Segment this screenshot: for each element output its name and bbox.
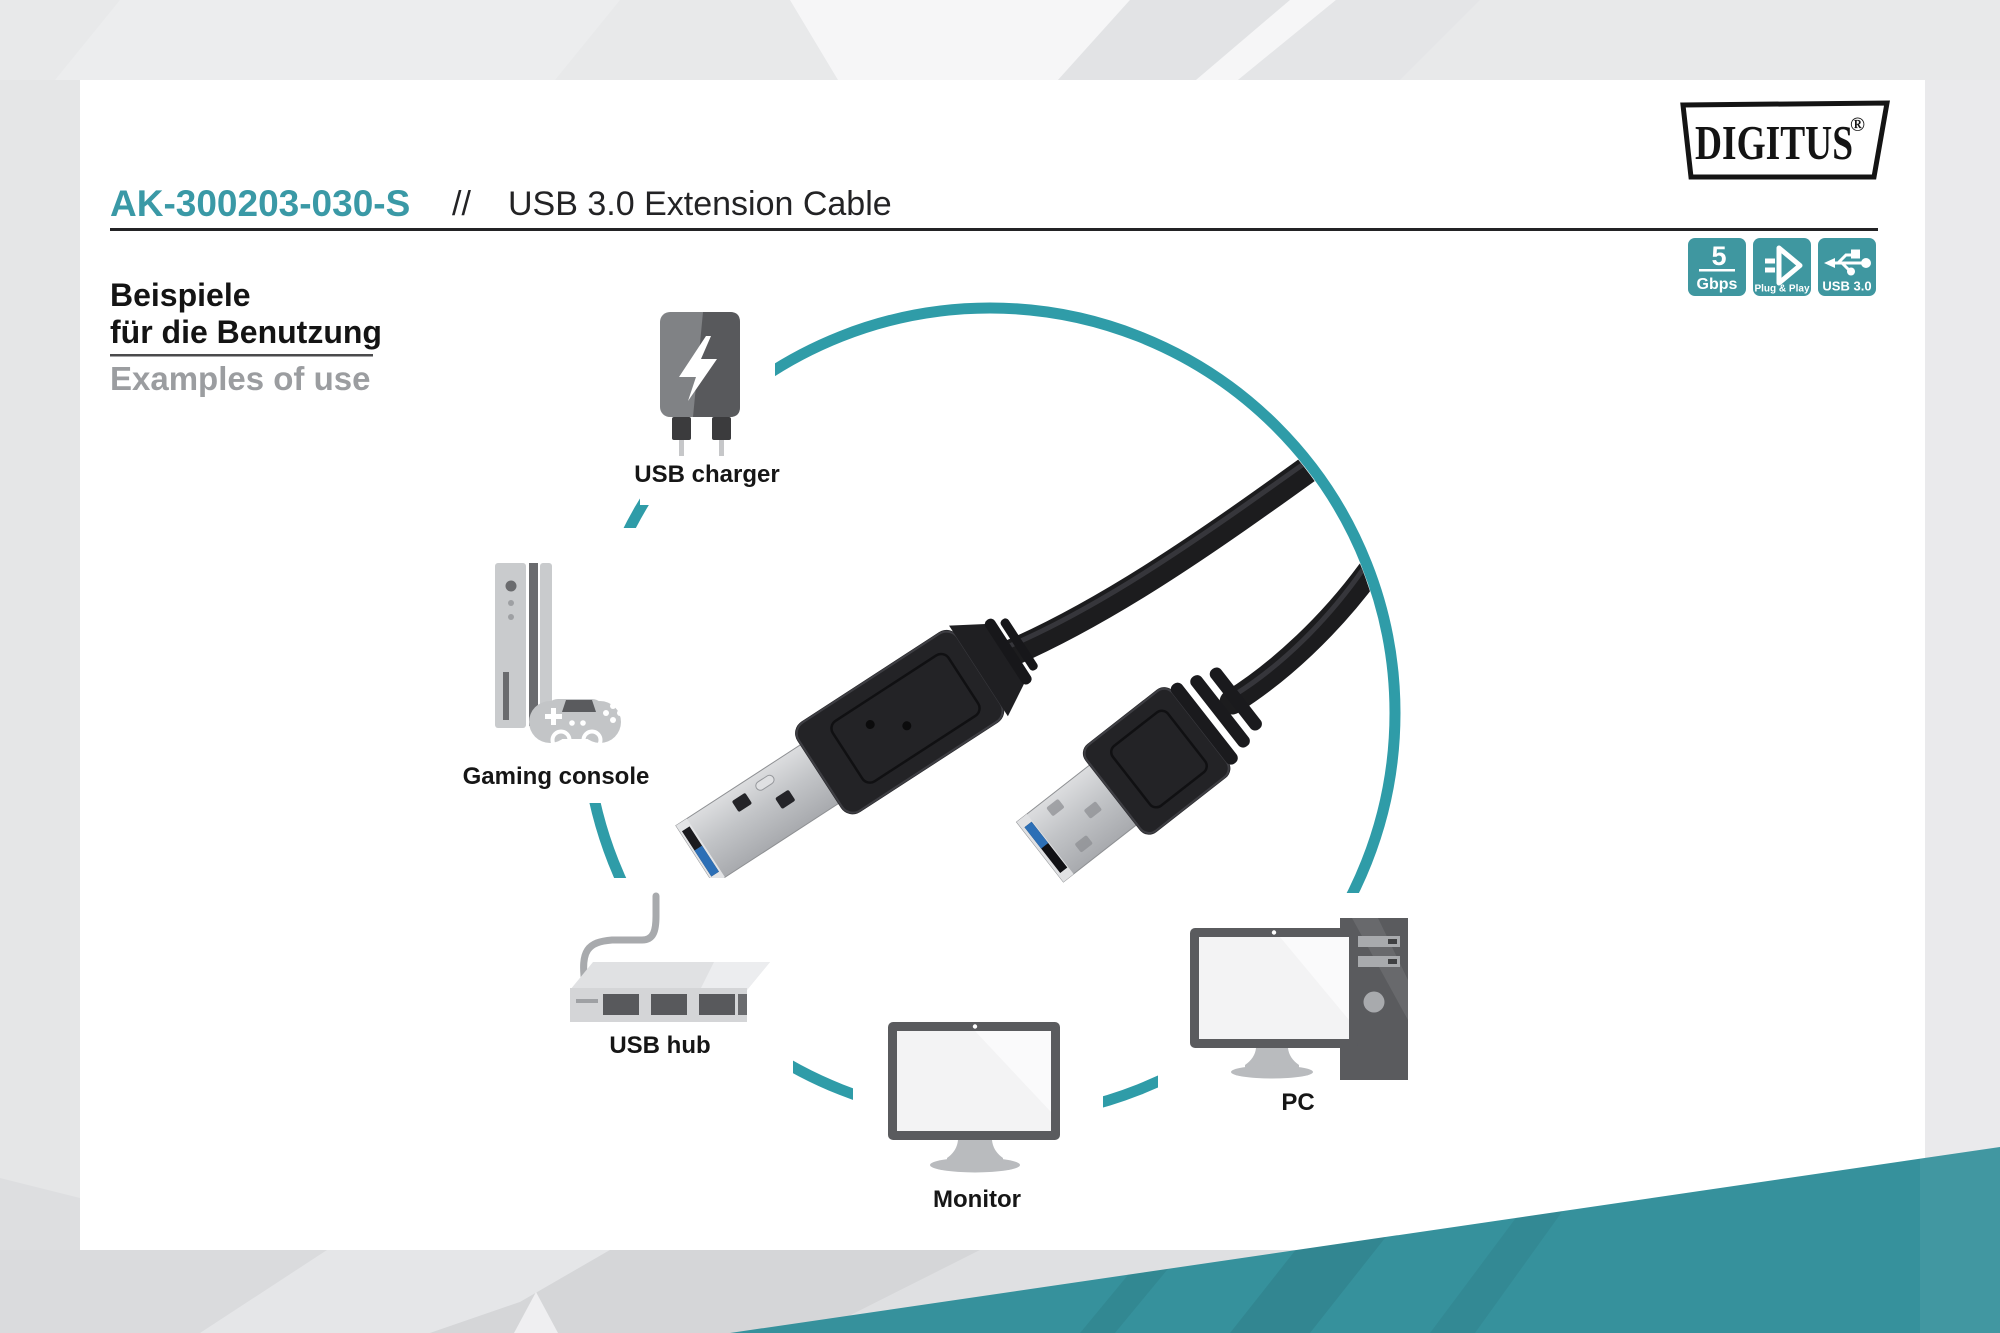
heading-underline <box>110 354 373 357</box>
cable-photo <box>675 448 1382 886</box>
product-code: AK-300203-030-S <box>110 183 410 224</box>
brand-name: DIGITUS <box>1695 115 1853 170</box>
usb-female-socket <box>1015 667 1262 883</box>
monitor-icon <box>888 1022 1060 1173</box>
badge-plug-and-play: Plug & Play <box>1753 238 1811 296</box>
pc-icon <box>1190 918 1408 1080</box>
pc-label: PC <box>1281 1089 1314 1116</box>
section-heading-de-line1: Beispiele <box>110 277 251 313</box>
usb-blue-tongue <box>694 845 719 877</box>
registered-mark-icon: ® <box>1850 114 1865 136</box>
usb-charger-label: USB charger <box>634 461 779 488</box>
gaming-console-label: Gaming console <box>463 763 650 790</box>
badge-speed-value: 5 <box>1711 241 1726 271</box>
monitor-label: Monitor <box>933 1186 1021 1213</box>
badge-usb-30: USB 3.0 <box>1818 238 1876 296</box>
badge-usb-30-label: USB 3.0 <box>1822 279 1871 294</box>
usb-blue-insert <box>1024 821 1049 849</box>
brand-logo-frame <box>1680 100 1890 180</box>
product-name: USB 3.0 Extension Cable <box>508 185 892 223</box>
badge-speed: 5 Gbps <box>1688 238 1746 296</box>
usb-hub-label: USB hub <box>609 1032 710 1059</box>
header-rule <box>110 228 1878 231</box>
cable-male <box>976 448 1332 676</box>
gamepad <box>529 699 623 751</box>
badge-plug-and-play-label: Plug & Play <box>1754 284 1809 295</box>
gaming-console-icon <box>495 563 623 751</box>
usb-hub-icon <box>570 892 770 1022</box>
title-separator: // <box>452 185 471 223</box>
plug-and-play-icon <box>1765 245 1803 286</box>
teal-corner-wedge <box>730 1147 2000 1333</box>
cable-female <box>1219 559 1382 715</box>
usb-male-plug <box>675 618 1038 886</box>
hub-cable <box>580 892 660 988</box>
badge-speed-unit: Gbps <box>1697 276 1738 293</box>
background-top-band <box>0 0 2000 80</box>
section-heading-de-line2: für die Benutzung <box>110 314 382 350</box>
usb-charger-icon <box>660 312 740 456</box>
pc-monitor <box>1190 928 1358 1079</box>
section-heading-en: Examples of use <box>110 360 370 397</box>
brand-logo: DIGITUS ® <box>1680 100 1890 180</box>
usb-trident-icon <box>1824 249 1871 276</box>
